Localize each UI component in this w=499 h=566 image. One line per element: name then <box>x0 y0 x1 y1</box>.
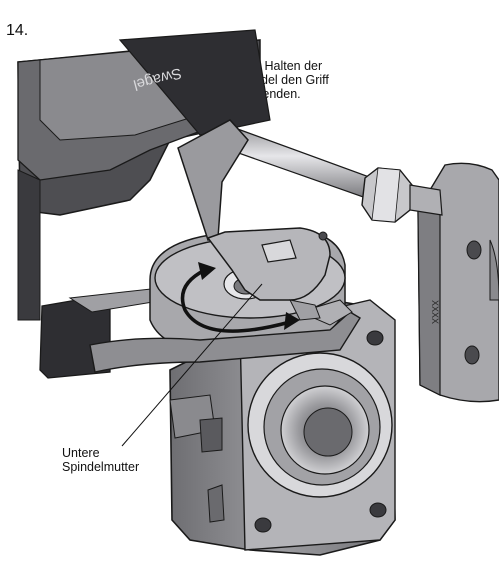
holding-handle <box>177 119 331 321</box>
callout-line: Spindelmutter <box>62 460 140 474</box>
hex-fitting <box>361 167 443 223</box>
lower-spindle-nut-callout: Untere Spindelmutter <box>62 446 139 474</box>
callout-line: Untere <box>62 446 100 460</box>
step-number: 14. <box>6 22 29 39</box>
main-valve-body <box>169 299 396 556</box>
rotation-arrow-icon <box>180 262 300 333</box>
second-valve-body: XXXX <box>417 162 499 403</box>
callout-leader-lines <box>121 283 263 447</box>
lower-lever <box>89 299 361 373</box>
actuator-housing: Swagel <box>17 29 271 321</box>
tube-line <box>229 127 373 199</box>
body-marking: XXXX <box>430 300 440 324</box>
